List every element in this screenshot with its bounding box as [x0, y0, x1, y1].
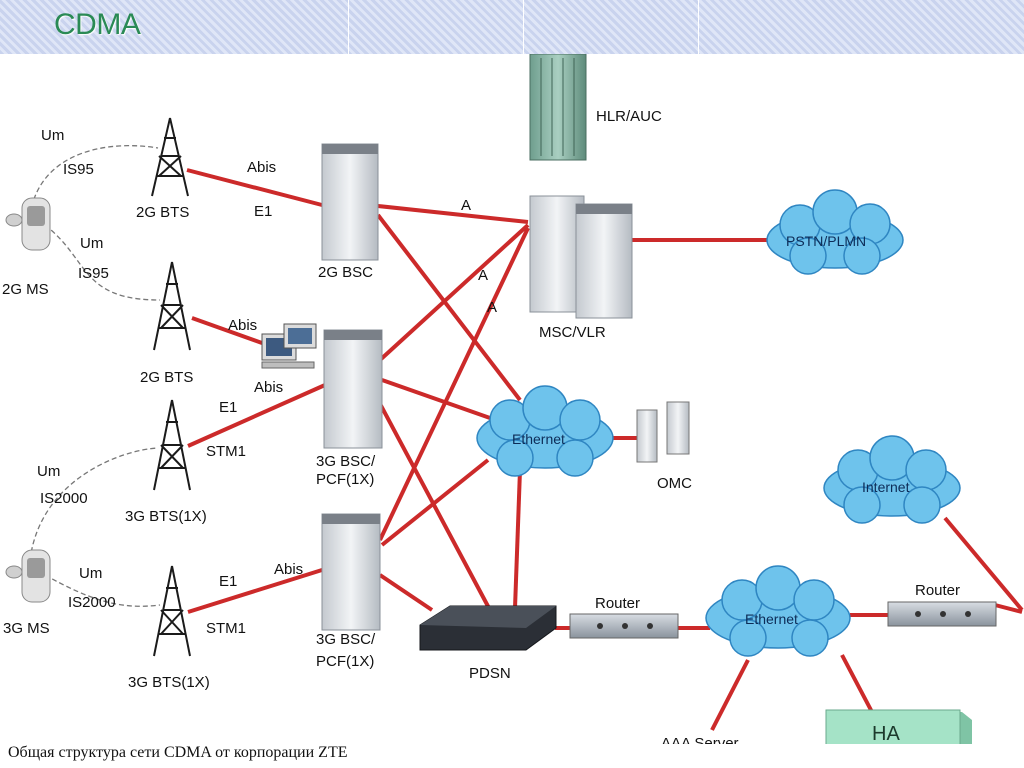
label-3g-bts-1: 3G BTS(1X): [125, 508, 207, 525]
label-3g-bsc-2b: PCF(1X): [316, 653, 374, 670]
header-cell-divider: [523, 0, 524, 54]
link-bsc3g2-msc: [378, 227, 530, 541]
label-ha: HA: [872, 723, 900, 744]
label-ethernet-core: Ethernet: [512, 431, 565, 447]
link-bsc3g2-ethernet: [380, 458, 490, 547]
label-e1-2: E1: [219, 399, 237, 416]
label-abis-1: Abis: [247, 159, 276, 176]
link-bts3g2-bsc3g2: [187, 568, 323, 614]
label-ethernet-packet: Ethernet: [745, 611, 798, 627]
tower-3g-bts-2: [153, 565, 191, 657]
tower-3g-bts-1: [153, 399, 191, 491]
label-um-1: Um: [41, 127, 64, 144]
air-interfaces: [29, 145, 161, 607]
link-ethernet-pdsn: [513, 469, 522, 609]
label-a-2: A: [478, 267, 488, 284]
label-hlr-auc: HLR/AUC: [596, 108, 662, 125]
phone-3g-ms: [5, 549, 51, 603]
tower-2g-bts-2: [153, 261, 191, 351]
air-link-2g-2: [44, 224, 161, 301]
label-abis-4: Abis: [274, 561, 303, 578]
label-is2000-2: IS2000: [68, 594, 116, 611]
label-is95-1: IS95: [63, 161, 94, 178]
label-pdsn: PDSN: [469, 665, 511, 682]
rack-2g-bsc: [321, 143, 379, 261]
link-bsc3g1-ethernet: [381, 378, 491, 420]
label-stm1-2: STM1: [206, 620, 246, 637]
cloud-internet: [823, 435, 961, 524]
link-bts2g1-bsc2g: [186, 168, 323, 207]
link-bsc2g-msc: [377, 204, 529, 224]
link-bsc3g2-pdsn: [378, 573, 434, 612]
phone-2g-ms: [5, 197, 51, 251]
label-e1-1: E1: [254, 203, 272, 220]
link-router2-edge: [994, 603, 1023, 614]
header-cell-divider: [348, 0, 349, 54]
label-internet: Internet: [862, 479, 910, 495]
label-2g-bts-1: 2G BTS: [136, 204, 189, 221]
label-abis-2: Abis: [228, 317, 257, 334]
router-1: [569, 613, 679, 639]
link-internet-edge: [943, 516, 1024, 612]
link-bts2g2-terminal: [191, 316, 263, 345]
label-3g-bts-2: 3G BTS(1X): [128, 674, 210, 691]
label-3g-ms: 3G MS: [3, 620, 50, 637]
air-link-2g-1: [29, 145, 159, 216]
label-is2000-1: IS2000: [40, 490, 88, 507]
label-3g-bsc-1b: PCF(1X): [316, 471, 374, 488]
slide-header: CDMA: [0, 0, 1024, 54]
label-abis-3: Abis: [254, 379, 283, 396]
label-pstn-plmn: PSTN/PLMN: [786, 233, 866, 249]
device-pdsn: [419, 605, 557, 651]
label-router-2: Router: [915, 582, 960, 599]
link-bsc3g1-pdsn: [376, 399, 492, 611]
slide-title: CDMA: [54, 8, 141, 41]
rack-3g-bsc-2: [321, 513, 381, 631]
link-ethernet2-aaa: [710, 659, 750, 731]
label-3g-bsc-1a: 3G BSC/: [316, 453, 376, 470]
rack-hlr-auc: [529, 54, 587, 161]
label-e1-3: E1: [219, 573, 237, 590]
link-ethernet2-ha: [840, 654, 874, 713]
label-a-3: A: [487, 299, 497, 316]
router-2: [887, 601, 997, 627]
cloud-pstn-plmn: [766, 189, 904, 275]
link-bts3g1-bsc3g1: [187, 383, 326, 448]
label-omc: OMC: [657, 475, 692, 492]
label-aaa-server: AAA Server: [661, 735, 739, 744]
cloud-ethernet-core: [476, 385, 614, 477]
label-3g-bsc-2a: 3G BSC/: [316, 631, 376, 648]
label-um-3: Um: [37, 463, 60, 480]
slide-caption: Общая структура сети CDMA от корпорации …: [8, 744, 348, 761]
label-2g-ms: 2G MS: [2, 281, 49, 298]
tower-2g-bts-1: [151, 117, 189, 197]
label-is95-2: IS95: [78, 265, 109, 282]
label-um-4: Um: [79, 565, 102, 582]
air-link-3g-1: [29, 447, 159, 561]
air-link-3g-2: [44, 574, 161, 607]
link-bsc3g1-msc: [378, 223, 530, 362]
cloud-ethernet-packet: [705, 565, 851, 657]
box-ha: [825, 709, 972, 744]
rack-3g-bsc-1: [323, 329, 383, 449]
rack-msc-vlr: [529, 195, 633, 319]
label-a-1: A: [461, 197, 471, 214]
header-cell-divider: [698, 0, 699, 54]
label-msc-vlr: MSC/VLR: [539, 324, 606, 341]
label-stm1-1: STM1: [206, 443, 246, 460]
label-2g-bts-2: 2G BTS: [140, 369, 193, 386]
label-2g-bsc: 2G BSC: [318, 264, 373, 281]
network-links: [186, 168, 1024, 731]
label-router-1: Router: [595, 595, 640, 612]
link-bsc2g-ethernet: [376, 213, 522, 402]
label-um-2: Um: [80, 235, 103, 252]
operator-terminal: [261, 323, 317, 369]
network-diagram: Um IS95 Um IS95 2G MS 2G BTS 2G BTS Abis…: [2, 54, 1024, 744]
server-omc: [636, 401, 690, 463]
